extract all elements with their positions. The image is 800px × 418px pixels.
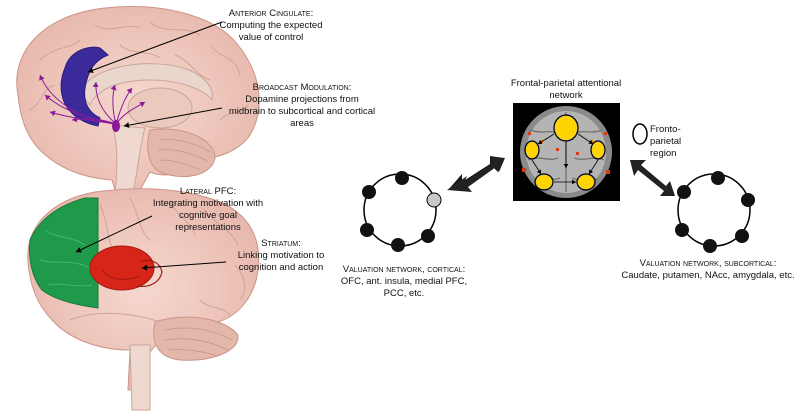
valuation-cortical-label: Valuation network, cortical: OFC, ant. i… (338, 264, 470, 300)
broadcast-modulation-title: Broadcast Modulation: (252, 82, 352, 93)
bidirectional-arrow-right (630, 160, 675, 196)
network-node (711, 171, 725, 185)
broadcast-modulation-label: Broadcast Modulation: Dopamine projectio… (228, 82, 376, 130)
anterior-cingulate-label: Anterior Cingulate: Computing the expect… (212, 8, 330, 44)
fmri-brain-scan (513, 103, 620, 201)
network-node (391, 238, 405, 252)
lateral-pfc-body: Integrating motivation with cognitive go… (152, 198, 264, 233)
frontal-parietal-title: Frontal-parietal attentional network (510, 78, 622, 101)
striatum-region (89, 245, 163, 291)
valuation-subcortical-title: Valuation network, subcortical: (639, 258, 777, 269)
valuation-network-subcortical-graph (675, 171, 755, 253)
lateral-pfc-region (29, 197, 99, 309)
network-node-highlighted (426, 192, 442, 208)
midbrain-dopamine-source (112, 120, 120, 132)
fronto-parietal-legend-icon (632, 123, 648, 145)
network-node (362, 185, 376, 199)
anterior-cingulate-pointer (87, 21, 223, 74)
network-node (360, 223, 374, 237)
valuation-subcortical-label: Valuation network, subcortical: Caudate,… (618, 258, 798, 282)
network-node (735, 229, 749, 243)
lateral-pfc-pointer (75, 215, 153, 253)
valuation-cortical-title: Valuation network, cortical: (342, 264, 466, 275)
striatum-body: Linking motivation to cognition and acti… (237, 250, 325, 273)
network-node (421, 229, 435, 243)
network-node (703, 239, 717, 253)
bidirectional-arrow-left (447, 156, 505, 192)
striatum-pointer (141, 261, 227, 271)
striatum-title: Striatum: (261, 238, 301, 249)
network-node (741, 193, 755, 207)
anterior-cingulate-body: Computing the expected value of control (219, 20, 323, 43)
valuation-cortical-body: OFC, ant. insula, medial PFC, PCC, etc. (340, 276, 468, 299)
valuation-subcortical-body: Caudate, putamen, NAcc, amygdala, etc. (621, 270, 795, 281)
anterior-cingulate-region (60, 46, 109, 127)
lateral-pfc-label: Lateral PFC: Integrating motivation with… (148, 186, 268, 234)
broadcast-modulation-pointer (123, 107, 223, 129)
valuation-network-cortical-graph (360, 171, 442, 252)
broadcast-modulation-body: Dopamine projections from midbrain to su… (228, 94, 376, 129)
network-node (675, 223, 689, 237)
fronto-parietal-legend-label: Fronto-parietal region (650, 124, 682, 159)
network-node (677, 185, 691, 199)
striatum-label: Striatum: Linking motivation to cognitio… (222, 238, 340, 274)
anterior-cingulate-title: Anterior Cingulate: (228, 8, 314, 19)
network-node (395, 171, 409, 185)
lateral-pfc-title: Lateral PFC: (179, 186, 237, 197)
